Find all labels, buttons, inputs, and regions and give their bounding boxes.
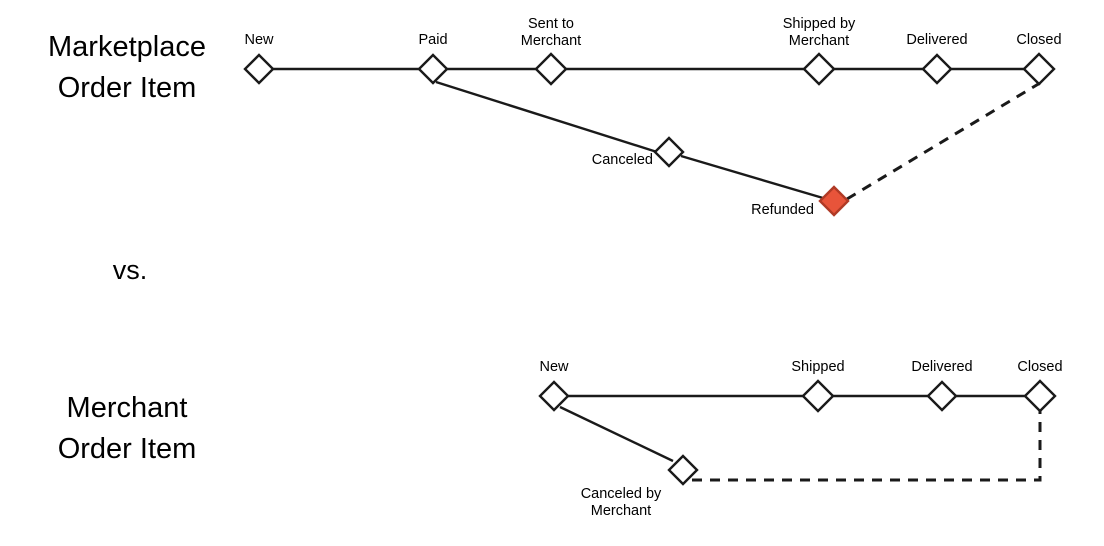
separator-vs: vs. [112,255,148,285]
merchant-flow-edges [559,394,1042,482]
edge-mc-new-to-canceled [559,405,674,463]
page-title-marketplace: Marketplace Order Item [48,31,206,104]
page-title-merchant: Merchant Order Item [57,392,197,465]
node-mp-canceled[interactable] [653,136,685,168]
node-mc-delivered[interactable] [926,380,958,412]
node-mp-shipped-by-merchant[interactable] [802,52,836,86]
node-mp-refunded[interactable] [818,185,850,217]
node-mp-sent-to-merchant[interactable] [534,52,568,86]
label-mp-sent-to-merchant: Sent to Merchant [520,16,582,49]
label-mc-canceled-by-merchant: Canceled by Merchant [580,486,662,519]
node-mp-delivered[interactable] [921,53,953,85]
label-mp-new: New [244,32,274,48]
label-mc-closed: Closed [1017,359,1063,375]
label-mc-delivered: Delivered [911,359,973,375]
marketplace-flow-nodes [243,52,1056,217]
node-mc-canceled-by-merchant[interactable] [667,454,699,486]
label-mp-canceled: Canceled [591,152,653,168]
label-mc-shipped: Shipped [791,359,845,375]
node-mc-shipped[interactable] [801,379,835,413]
label-mp-delivered: Delivered [906,32,968,48]
edge-paid-to-canceled [435,80,658,154]
node-mc-closed[interactable] [1023,379,1057,413]
label-mp-shipped-by-merchant: Shipped by Merchant [782,16,856,49]
label-mp-refunded: Refunded [751,202,814,218]
node-mp-closed[interactable] [1022,52,1056,86]
label-mp-closed: Closed [1016,32,1062,48]
node-mp-new[interactable] [243,53,275,85]
label-mc-new: New [539,359,569,375]
edge-refunded-to-closed [846,81,1041,201]
node-mc-new[interactable] [538,380,570,412]
edge-mc-canceled-to-closed [692,410,1042,482]
merchant-flow-nodes [538,379,1057,486]
label-mp-paid: Paid [418,32,448,48]
marketplace-flow-edges [272,67,1041,201]
node-mp-paid[interactable] [417,53,449,85]
edge-canceled-to-refunded [680,154,824,200]
